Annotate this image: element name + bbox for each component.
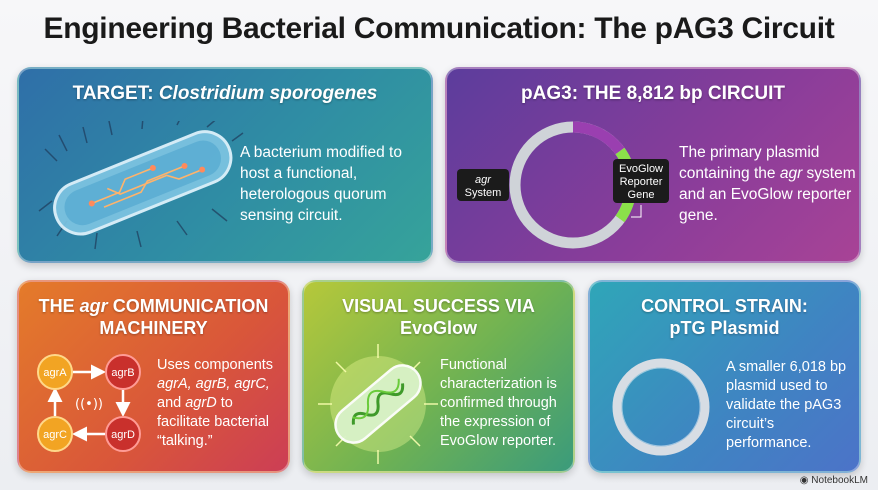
agrA-label: agrA: [43, 367, 67, 379]
evoglow-label-line3: Gene: [628, 189, 655, 201]
control-description: A smaller 6,018 bp plasmid used to valid…: [726, 359, 847, 451]
pag3-card: pAG3: THE 8,812 bp CIRCUIT agr System Ev…: [445, 67, 861, 263]
ptg-plasmid-ring: [612, 358, 710, 456]
agrC-label: agrC: [43, 429, 67, 441]
agr-label-line1: agr: [475, 174, 492, 186]
plasmid-segment-purple: [572, 121, 625, 155]
notebooklm-icon: ◉: [799, 475, 812, 486]
evoglow-description: Functional characterization is confirmed…: [440, 357, 557, 449]
target-heading-prefix: TARGET:: [72, 83, 159, 104]
agrD-node: [105, 416, 141, 452]
control-heading: CONTROL STRAIN:pTG Plasmid: [641, 296, 808, 338]
pag3-heading: pAG3: THE 8,812 bp CIRCUIT: [521, 83, 785, 104]
pag3-plasmid-map: agr System EvoGlow Reporter Gene: [457, 121, 669, 249]
evoglow-label-line1: EvoGlow: [619, 163, 663, 175]
notebooklm-watermark: ◉ NotebookLM: [799, 475, 868, 486]
evoglow-label-line2: Reporter: [620, 176, 663, 188]
agr-label-line2: System: [465, 187, 502, 199]
cilia: [38, 121, 244, 250]
agr-description: Uses components agrA, agrB, agrC, and ag…: [157, 357, 274, 449]
target-card: TARGET: Clostridium sporogenes A bacteri…: [17, 67, 433, 263]
pag3-description: The primary plasmid containing the agr s…: [679, 144, 856, 224]
target-heading: TARGET: Clostridium sporogenes: [19, 83, 431, 105]
circuit-traces: [91, 165, 203, 208]
ptg-plasmid-map: [612, 358, 710, 456]
agr-label-box: [457, 169, 509, 201]
page-title: Engineering Bacterial Communication: The…: [43, 12, 835, 45]
agrA-node: [37, 354, 73, 390]
evoglow-label-box: [613, 159, 669, 203]
agrD-label: agrD: [111, 429, 135, 441]
bacterium-illustration: [38, 121, 244, 250]
agrB-label: agrB: [111, 367, 134, 379]
target-description: A bacterium modified to host a functiona…: [240, 144, 402, 224]
glowing-bacterium-illustration: [318, 344, 438, 464]
agr-cycle-diagram: agrA agrB agrC agrD ((•)): [37, 354, 141, 452]
protein-strand: [351, 383, 405, 425]
agrB-node: [105, 354, 141, 390]
agrC-node: [37, 416, 73, 452]
target-heading-species: Clostridium sporogenes: [158, 83, 378, 104]
control-card: CONTROL STRAIN:pTG Plasmid A smaller 6,0…: [588, 280, 861, 473]
signal-waves-icon: ((•)): [75, 397, 103, 412]
